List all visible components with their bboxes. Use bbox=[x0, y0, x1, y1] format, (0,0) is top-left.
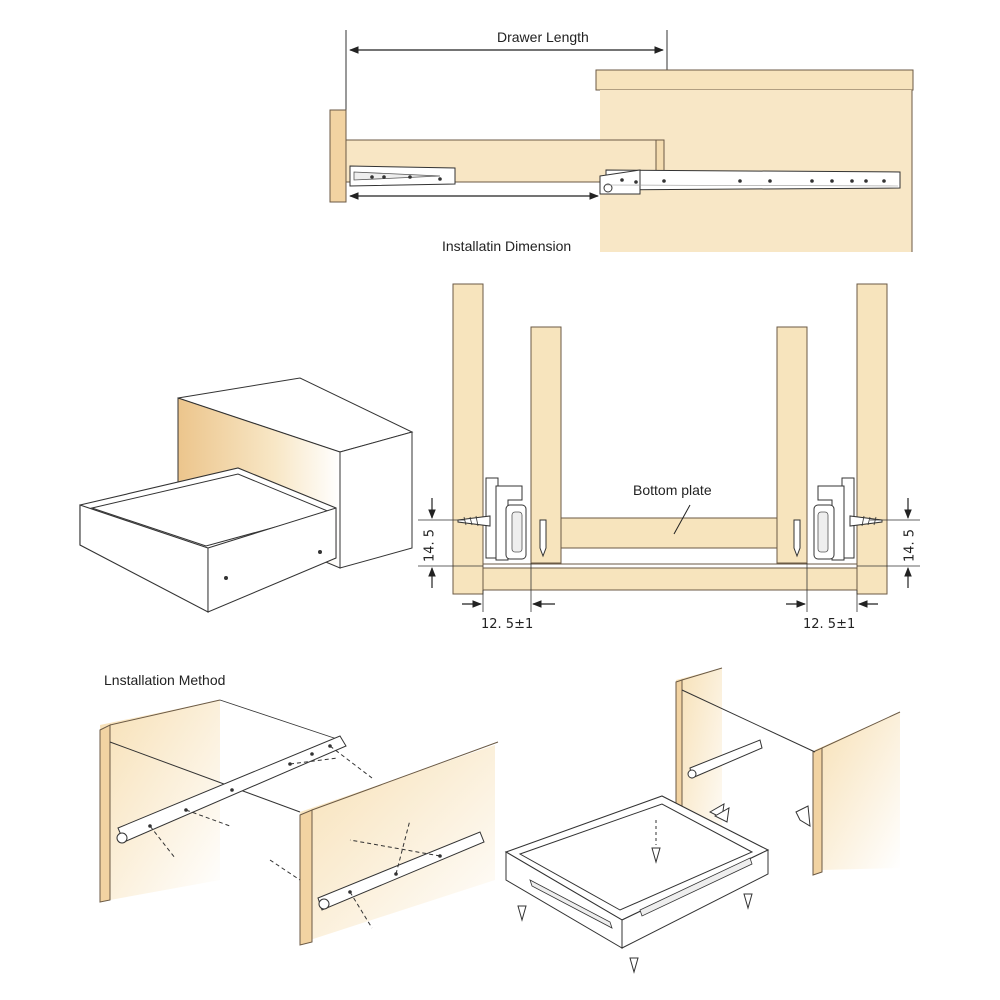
height-label-left: 14. 5 bbox=[422, 528, 438, 563]
slide-rail-right-section bbox=[813, 477, 855, 561]
offset-label-right: 12. 5±1 bbox=[803, 617, 856, 632]
installation-method-label: Lnstallation Method bbox=[104, 672, 226, 688]
bottom-plate-label: Bottom plate bbox=[633, 482, 712, 498]
screw-guide-lines bbox=[149, 745, 441, 929]
drawer-length-label: Drawer Length bbox=[497, 29, 589, 45]
slide-rail-left-section bbox=[485, 477, 527, 561]
installation-method-right bbox=[504, 667, 901, 974]
offset-label-left: 12. 5±1 bbox=[481, 617, 534, 632]
height-dimension-left bbox=[418, 498, 483, 588]
top-panel bbox=[329, 30, 914, 252]
drawer-screws bbox=[517, 820, 753, 974]
height-label-right: 14. 5 bbox=[902, 528, 918, 563]
cabinet-bottom-board bbox=[482, 567, 858, 591]
screw-icon bbox=[457, 515, 883, 558]
installation-method-left bbox=[99, 699, 499, 946]
cabinet-wall-right bbox=[856, 283, 888, 595]
height-dimension-right bbox=[857, 498, 920, 588]
slide-rail-icon bbox=[349, 165, 901, 195]
offset-dimension-right bbox=[786, 563, 878, 612]
installation-dimension-label: Installatin Dimension bbox=[442, 238, 572, 254]
cabinet-wall-left bbox=[452, 283, 484, 595]
drawer-side-right bbox=[776, 326, 808, 564]
offset-dimension-left bbox=[462, 563, 555, 612]
bottom-plate bbox=[560, 517, 778, 549]
cross-section bbox=[418, 283, 920, 612]
push-direction-arrow bbox=[708, 803, 730, 823]
drawer-icon bbox=[79, 467, 337, 613]
